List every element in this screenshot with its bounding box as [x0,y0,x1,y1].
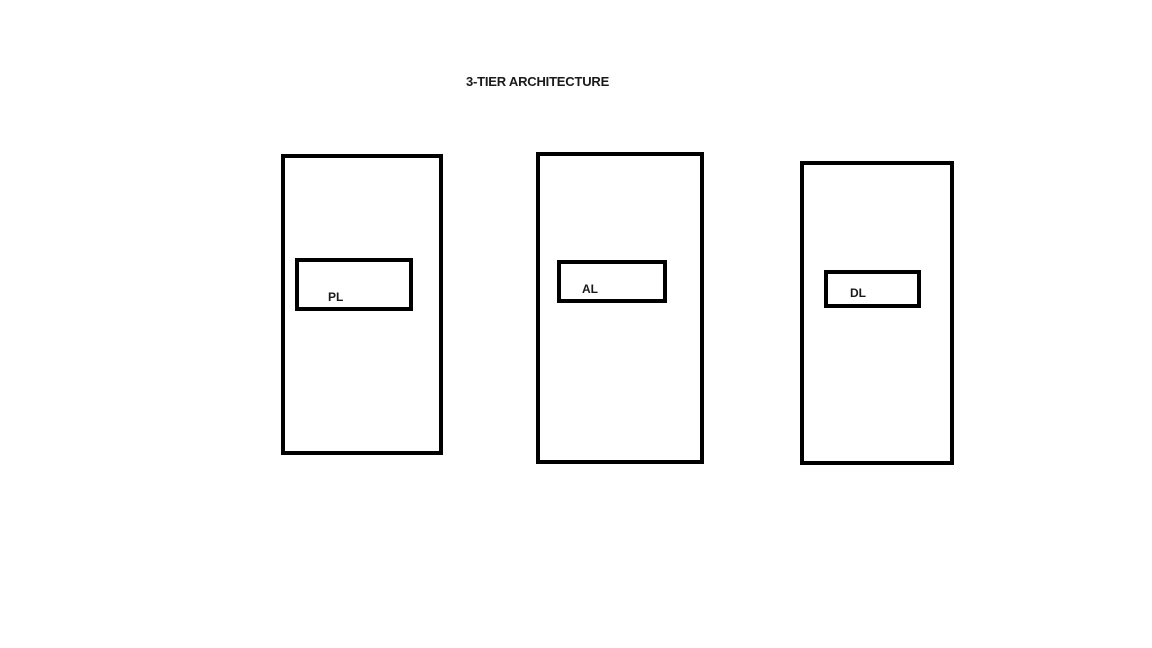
application-tier-container [536,152,704,464]
data-tier-container [800,161,954,465]
data-layer-label: DL [850,286,866,300]
application-layer-label: AL [582,282,598,296]
application-layer-box [557,260,667,303]
data-layer-box [824,270,921,308]
presentation-layer-label: PL [328,290,344,304]
presentation-layer-box [295,258,413,311]
diagram-title: 3-TIER ARCHITECTURE [466,74,610,89]
